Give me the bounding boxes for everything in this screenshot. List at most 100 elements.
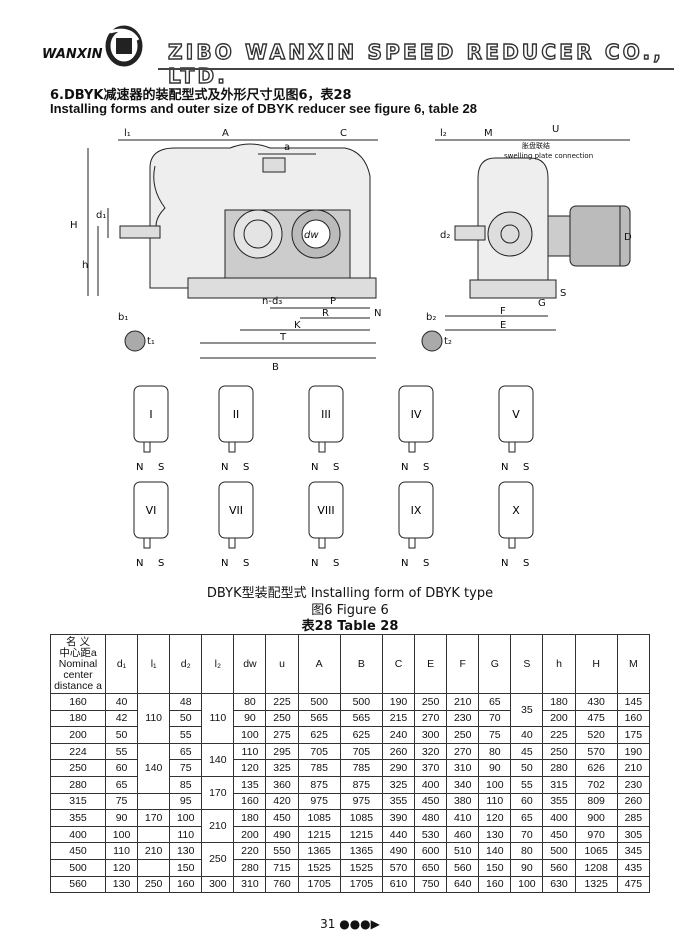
table-cell: 380 — [446, 792, 480, 811]
dim-G: G — [538, 298, 546, 309]
table-cell: 1705 — [339, 875, 383, 894]
table-cell: 305 — [616, 825, 651, 844]
table-cell: 240 — [381, 726, 416, 744]
table-cell: 400 — [50, 825, 106, 844]
table-cell: 160 — [616, 709, 651, 728]
dim-a: a — [284, 142, 290, 153]
table-cell: 135 — [233, 775, 267, 794]
table-cell: 48 — [169, 693, 203, 711]
form-numeral: IX — [411, 504, 422, 517]
table-cell: 450 — [542, 825, 576, 844]
table-cell: 130 — [169, 842, 203, 860]
table-cell: 270 — [414, 709, 448, 728]
table-cell: 420 — [265, 792, 299, 811]
table-cell: 75 — [104, 792, 139, 811]
table-header-center-distance: 名 义 中心距a Nominal center distance a — [50, 634, 106, 694]
table-cell: 170 — [137, 809, 171, 827]
table-cell: 200 — [50, 726, 106, 744]
table-cell: 110 — [233, 742, 267, 761]
table-cell: 130 — [478, 825, 512, 844]
table-header-cell: F — [446, 634, 480, 694]
table-header-cell: S — [510, 634, 544, 694]
table-cell: 90 — [233, 709, 267, 728]
table-cell: 450 — [265, 809, 299, 827]
reducer-outline-drawing: l₁ A a C H h d₁ n-d₃ P R N K T B b₁ t₁ d… — [70, 124, 632, 373]
table-cell: 1525 — [297, 858, 341, 877]
page-header: WANXIN ZIBO WANXIN SPEED REDUCER CO., LT… — [38, 18, 674, 89]
table-cell: 200 — [233, 825, 267, 844]
swell-label-cn: 胀盘联结 — [522, 141, 550, 150]
form-letter-s: S — [158, 462, 164, 473]
form-letter-s: S — [243, 462, 249, 473]
table-cell: 560 — [542, 858, 576, 877]
table-cell: 600 — [414, 842, 448, 860]
table-cell: 760 — [265, 875, 299, 894]
dim-B: B — [272, 362, 279, 373]
table-cell: 626 — [574, 759, 618, 777]
table-cell: 110 — [104, 842, 139, 860]
table-cell: 310 — [446, 759, 480, 777]
table-header-cell: l₂ — [201, 634, 235, 694]
table-cell: 715 — [265, 858, 299, 877]
table-cell: 50 — [510, 759, 544, 777]
table-cell: 35 — [510, 692, 544, 728]
table-cell — [137, 825, 171, 844]
table-cell: 75 — [478, 726, 512, 744]
dim-l1: l₁ — [124, 128, 131, 139]
installing-form-5: V N S — [498, 385, 534, 473]
table-cell: 50 — [169, 709, 203, 728]
table-cell: 100 — [169, 809, 203, 827]
dim-U: U — [552, 124, 559, 135]
table-cell: 280 — [542, 759, 576, 777]
table-cell: 1085 — [297, 809, 341, 827]
dim-d2: d₂ — [440, 230, 450, 241]
caption-installing-form: DBYK型装配型式 Installing form of DBYK type — [206, 586, 494, 601]
form-numeral: VII — [229, 504, 243, 517]
dim-t1: t₁ — [147, 336, 155, 347]
dim-h: h — [82, 260, 88, 271]
table-cell: 450 — [50, 842, 106, 860]
table-cell: 160 — [233, 792, 267, 811]
form-letter-s: S — [243, 558, 249, 569]
table-cell: 175 — [616, 726, 651, 744]
table-cell: 702 — [574, 775, 618, 794]
table-header-cell: M — [616, 634, 651, 694]
table-cell: 325 — [381, 775, 416, 794]
table-cell: 295 — [265, 742, 299, 761]
table-cell: 625 — [297, 726, 341, 744]
form-letter-n: N — [136, 462, 143, 473]
table-cell: 400 — [542, 809, 576, 827]
table-cell: 260 — [381, 742, 416, 761]
table-cell: 160 — [169, 875, 203, 894]
table-cell: 520 — [574, 726, 618, 744]
table-cell: 490 — [265, 825, 299, 844]
form-letter-n: N — [501, 462, 508, 473]
form-numeral: V — [512, 408, 520, 421]
table-cell: 400 — [414, 775, 448, 794]
dim-N: N — [374, 308, 381, 319]
table-cell: 435 — [616, 858, 651, 877]
table-cell: 100 — [104, 825, 139, 844]
table-cell: 560 — [446, 858, 480, 877]
table-cell: 1215 — [339, 825, 383, 844]
dim-K: K — [294, 320, 301, 331]
form-numeral: III — [321, 408, 331, 421]
page-number: 31 ●●●▶ — [320, 917, 380, 931]
dim-dw: dw — [304, 230, 319, 241]
table-header-cell: B — [339, 634, 383, 694]
table-cell: 230 — [616, 775, 651, 794]
form-letter-s: S — [523, 462, 529, 473]
table-cell: 340 — [446, 775, 480, 794]
table-cell: 1525 — [339, 858, 383, 877]
table-cell: 210 — [616, 759, 651, 777]
table-header-cell: u — [265, 634, 299, 694]
